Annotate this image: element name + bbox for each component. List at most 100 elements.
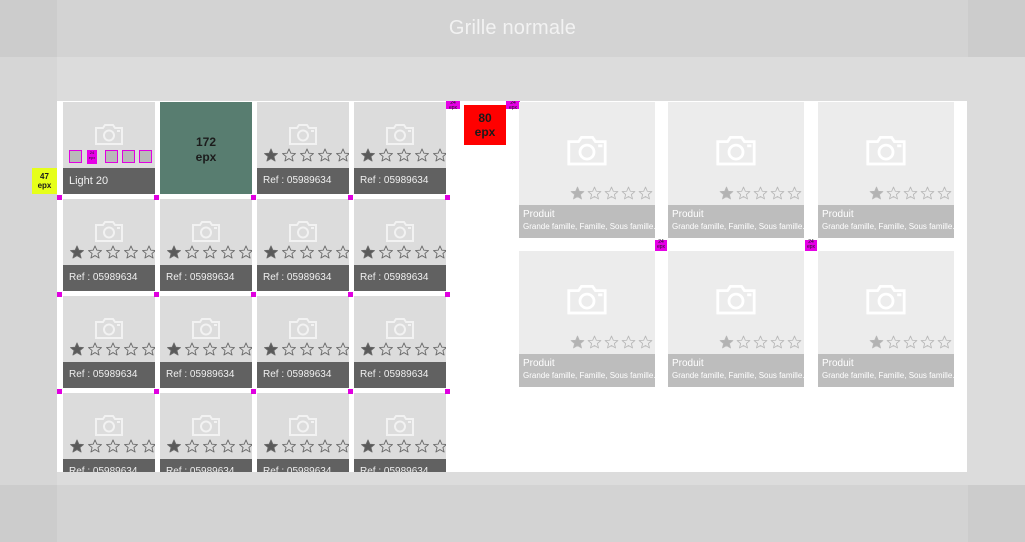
star-empty-icon: [88, 439, 102, 453]
product-rating-stars[interactable]: [570, 186, 653, 200]
rating-stars[interactable]: [263, 342, 349, 356]
grid-tile[interactable]: Ref : 05989634: [257, 102, 349, 194]
rating-stars[interactable]: [69, 245, 155, 259]
star-empty-icon: [88, 245, 102, 259]
star-empty-icon: [239, 439, 252, 453]
tile-image: [257, 102, 349, 168]
camera-icon: [386, 221, 414, 242]
star-empty-icon: [106, 342, 120, 356]
grid-tile[interactable]: Ref : 05989634: [257, 296, 349, 388]
spacing-dot: [57, 389, 62, 394]
star-empty-icon: [638, 335, 653, 349]
star-empty-icon: [415, 342, 429, 356]
star-empty-icon: [124, 245, 138, 259]
product-rating-stars[interactable]: [869, 186, 952, 200]
star-empty-icon: [397, 342, 411, 356]
rating-stars[interactable]: [263, 245, 349, 259]
star-empty-icon: [920, 335, 935, 349]
star-empty-icon: [282, 245, 296, 259]
rating-stars[interactable]: [69, 342, 155, 356]
star-filled-icon: [570, 335, 585, 349]
spacing-dot: [251, 195, 256, 200]
product-rating-stars[interactable]: [719, 335, 802, 349]
camera-icon: [192, 415, 220, 436]
rating-stars[interactable]: [360, 148, 446, 162]
star-empty-icon: [770, 186, 785, 200]
product-category: Grande famille, Famille, Sous famille.: [822, 222, 954, 231]
camera-icon: [192, 318, 220, 339]
grid-tile[interactable]: Ref : 05989634: [63, 199, 155, 291]
grid-tile[interactable]: Ref : 05989634: [354, 393, 446, 472]
star-empty-icon: [336, 245, 349, 259]
star-empty-icon: [379, 245, 393, 259]
product-rating-stars[interactable]: [570, 335, 653, 349]
tile-caption: Ref : 05989634: [354, 265, 446, 291]
camera-icon: [289, 221, 317, 242]
star-empty-icon: [379, 439, 393, 453]
rating-stars[interactable]: [263, 439, 349, 453]
product-name: Produit: [523, 209, 555, 220]
star-empty-icon: [604, 186, 619, 200]
star-filled-icon: [264, 439, 278, 453]
product-rating-stars[interactable]: [719, 186, 802, 200]
rating-stars[interactable]: [166, 245, 252, 259]
grid-tile[interactable]: Ref : 05989634: [160, 296, 252, 388]
star-empty-icon: [318, 245, 332, 259]
grid-tile[interactable]: Ref : 05989634: [63, 296, 155, 388]
tile-image: [160, 393, 252, 459]
star-empty-icon: [638, 186, 653, 200]
grid-tile[interactable]: Ref : 05989634: [160, 393, 252, 472]
product-name: Produit: [672, 209, 704, 220]
rating-stars[interactable]: [263, 148, 349, 162]
spacing-dot: [445, 195, 450, 200]
grid-tile[interactable]: Ref : 05989634: [63, 393, 155, 472]
tile-caption: Ref : 05989634: [354, 459, 446, 472]
grid-tile[interactable]: Ref : 05989634: [257, 393, 349, 472]
left-spacing-value: 47: [40, 172, 49, 181]
footer-band-left-shade: [0, 485, 57, 542]
star-empty-icon: [282, 439, 296, 453]
product-name: Produit: [822, 209, 854, 220]
content-band-left-shade: [0, 57, 57, 485]
spacing-dot: [154, 389, 159, 394]
tile-caption: Ref : 05989634: [160, 459, 252, 472]
grid-tile[interactable]: Ref : 05989634: [160, 199, 252, 291]
star-empty-icon: [415, 245, 429, 259]
grid-tile[interactable]: Ref : 05989634: [257, 199, 349, 291]
tile-image: [160, 199, 252, 265]
product-category: Grande famille, Famille, Sous famille.: [523, 371, 655, 380]
star-empty-icon: [886, 186, 901, 200]
grid-tile[interactable]: Light 20: [63, 102, 155, 194]
star-empty-icon: [920, 186, 935, 200]
product-rating-stars[interactable]: [869, 335, 952, 349]
rating-stars[interactable]: [166, 439, 252, 453]
star-empty-icon: [106, 245, 120, 259]
star-empty-icon: [300, 439, 314, 453]
rating-stars[interactable]: [69, 439, 155, 453]
camera-icon: [386, 318, 414, 339]
rating-stars[interactable]: [360, 439, 446, 453]
rating-stars[interactable]: [360, 342, 446, 356]
star-empty-icon: [886, 335, 901, 349]
grid-tile[interactable]: Ref : 05989634: [354, 199, 446, 291]
rating-stars[interactable]: [166, 342, 252, 356]
star-filled-icon: [869, 335, 884, 349]
star-empty-icon: [433, 245, 446, 259]
star-empty-icon: [397, 439, 411, 453]
tile-caption: Ref : 05989634: [257, 362, 349, 388]
rating-stars[interactable]: [360, 245, 446, 259]
product-category: Grande famille, Famille, Sous famille.: [672, 222, 804, 231]
grid-tile[interactable]: Ref : 05989634: [354, 296, 446, 388]
grid-tile[interactable]: Ref : 05989634: [354, 102, 446, 194]
